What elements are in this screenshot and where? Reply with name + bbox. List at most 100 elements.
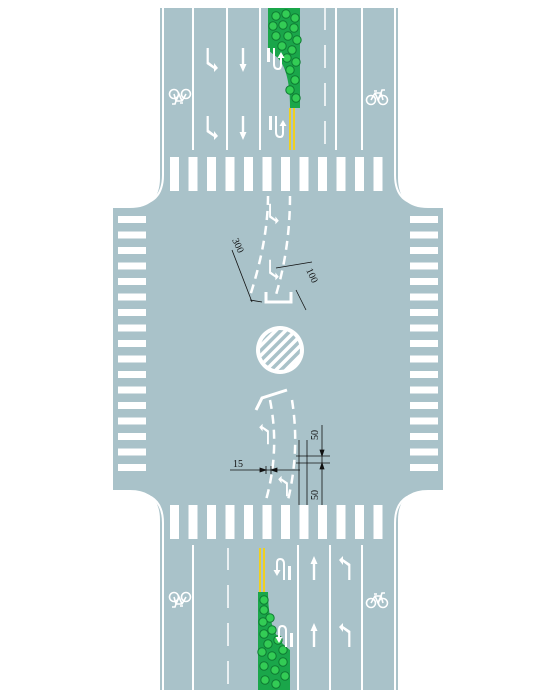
crosswalk-bar [410, 247, 438, 254]
crosswalk-bar [410, 262, 438, 270]
crosswalk-bar [244, 157, 253, 191]
crosswalk-bar [118, 278, 146, 285]
north-approach-lines [192, 8, 363, 150]
crosswalk-bar [299, 157, 309, 191]
crosswalk-bar [262, 157, 272, 191]
crosswalk-bar [410, 433, 438, 440]
tree-icon [260, 675, 270, 685]
tree-icon [259, 595, 269, 605]
tree-icon [258, 617, 268, 627]
tree-icon [285, 65, 295, 75]
crosswalk-bar [355, 505, 364, 539]
dimension-lines-lower [230, 425, 330, 505]
crosswalk-bar [118, 247, 146, 254]
crosswalk-bar [118, 355, 146, 363]
crosswalk-bar [118, 324, 146, 332]
dimension-50-bottom: 50 [310, 490, 321, 500]
crosswalk-bar [244, 505, 253, 539]
crosswalk-bar [410, 386, 438, 394]
south-approach-lines [192, 545, 363, 690]
crosswalk-bar [336, 505, 346, 539]
crosswalk-bar [410, 355, 438, 363]
crosswalk-bar [170, 505, 179, 539]
tree-icon [277, 41, 287, 51]
crosswalk-bar [118, 464, 146, 471]
tree-icon [287, 45, 297, 55]
crosswalk-bar [410, 417, 438, 425]
crosswalk-bar [118, 448, 146, 456]
tree-icon [271, 11, 281, 21]
crosswalk-bar [299, 505, 309, 539]
crosswalk-north [170, 157, 383, 191]
crosswalk-bar [410, 464, 438, 471]
dimension-lines-upper [231, 249, 313, 311]
crosswalk-bar [118, 433, 146, 440]
tree-icon [267, 651, 277, 661]
crosswalk-bar [118, 309, 146, 316]
crosswalk-bar [318, 505, 327, 539]
dimension-15: 15 [233, 459, 243, 470]
crosswalk-bar [207, 505, 216, 539]
waiting-zone-start-bracket [254, 388, 288, 411]
tree-icon [271, 31, 281, 41]
tree-icon [257, 647, 267, 657]
tree-icon [291, 57, 301, 67]
crosswalk-bar [188, 157, 198, 191]
crosswalk-bar [118, 417, 146, 425]
tree-icon [278, 645, 288, 655]
tree-icon [268, 21, 278, 31]
tree-icon [290, 75, 300, 85]
crosswalk-bar [410, 402, 438, 409]
crosswalk-bar [118, 231, 146, 239]
crosswalk-south [170, 505, 383, 539]
crosswalk-east [410, 216, 438, 471]
tree-icon [292, 35, 302, 45]
crosswalk-bar [118, 402, 146, 409]
crosswalk-bar [118, 340, 146, 347]
crosswalk-bar [281, 157, 290, 191]
crosswalk-bar [410, 216, 438, 223]
waiting-zone-end-bracket [264, 292, 293, 304]
south-trees [257, 595, 290, 689]
no-stopping-zone-icon [256, 326, 304, 374]
north-left-turn-guide [248, 195, 292, 299]
crosswalk-bar [410, 293, 438, 301]
tree-icon [259, 605, 269, 615]
crosswalk-bar [410, 278, 438, 285]
crosswalk-bar [170, 157, 179, 191]
crosswalk-bar [410, 324, 438, 332]
crosswalk-bar [281, 505, 290, 539]
tree-icon [271, 679, 281, 689]
tree-icon [281, 9, 291, 19]
tree-icon [290, 13, 300, 23]
tree-icon [259, 661, 269, 671]
crosswalk-bar [118, 371, 146, 378]
tree-icon [278, 657, 288, 667]
tree-icon [291, 93, 301, 103]
crosswalk-bar [410, 309, 438, 316]
crosswalk-bar [318, 157, 327, 191]
crosswalk-bar [355, 157, 364, 191]
crosswalk-bar [410, 340, 438, 347]
crosswalk-bar [373, 505, 383, 539]
tree-icon [280, 671, 290, 681]
crosswalk-bar [225, 157, 235, 191]
crosswalk-bar [118, 216, 146, 223]
crosswalk-bar [336, 157, 346, 191]
crosswalk-bar [225, 505, 235, 539]
tree-icon [283, 31, 293, 41]
crosswalk-bar [118, 262, 146, 270]
crosswalk-bar [410, 231, 438, 239]
curb-return-lines [113, 8, 443, 690]
crosswalk-bar [410, 448, 438, 456]
crosswalk-bar [118, 293, 146, 301]
crosswalk-bar [118, 386, 146, 394]
tree-icon [265, 613, 275, 623]
dimension-50-top: 50 [310, 430, 321, 440]
tree-icon [270, 665, 280, 675]
tree-icon [289, 23, 299, 33]
tree-icon [267, 625, 277, 635]
crosswalk-bar [207, 157, 216, 191]
crosswalk-bar [262, 505, 272, 539]
